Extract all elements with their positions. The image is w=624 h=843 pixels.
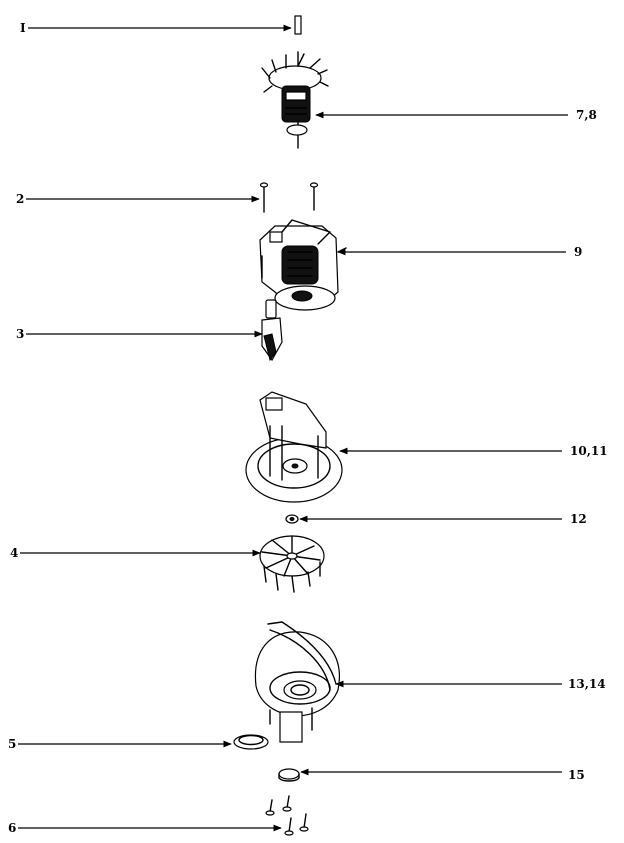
part-7-8-armature	[261, 51, 329, 149]
part-15-cap	[278, 768, 300, 782]
part-12-nut	[285, 514, 299, 524]
callout-9-label: 9	[574, 245, 582, 259]
callout-12-label: 12	[570, 512, 587, 526]
callout-15-label: 15	[568, 768, 585, 782]
callout-6-label: 6	[8, 821, 16, 835]
callout-4-label: 4	[10, 546, 18, 560]
callout-10-11-label: 10,11	[570, 444, 608, 458]
callout-3-group: 3	[16, 327, 263, 341]
part-3-switch	[261, 299, 283, 362]
part-5-belt	[233, 734, 269, 750]
callout-7-8-group: 7,8	[315, 108, 597, 122]
part-10-11-housing	[245, 391, 343, 503]
part-6-screws	[265, 795, 309, 836]
callout-3-label: 3	[16, 327, 24, 341]
callout-1-group: I	[20, 21, 292, 35]
callout-2-label: 2	[16, 192, 24, 206]
callout-9-group: 9	[337, 245, 582, 259]
callout-13-14-label: 13,14	[568, 677, 606, 691]
part-13-14-lower-housing	[254, 621, 340, 743]
callout-5-label: 5	[8, 737, 16, 751]
callout-2-group: 2	[16, 192, 260, 206]
callout-15-group: 15	[300, 768, 585, 782]
callout-13-14-group: 13,14	[335, 677, 606, 691]
part-9-motor-frame	[259, 219, 347, 311]
callout-12-group: 12	[299, 512, 587, 526]
callout-5-group: 5	[8, 737, 232, 751]
part-1-pin	[294, 15, 302, 35]
callout-7-8-label: 7,8	[576, 108, 597, 122]
callout-10-11-group: 10,11	[339, 444, 608, 458]
callout-4-group: 4	[10, 546, 261, 560]
callout-1-label: I	[20, 21, 26, 35]
part-2-screws	[259, 182, 319, 213]
part-4-fan	[259, 535, 325, 593]
callout-6-group: 6	[8, 821, 282, 835]
